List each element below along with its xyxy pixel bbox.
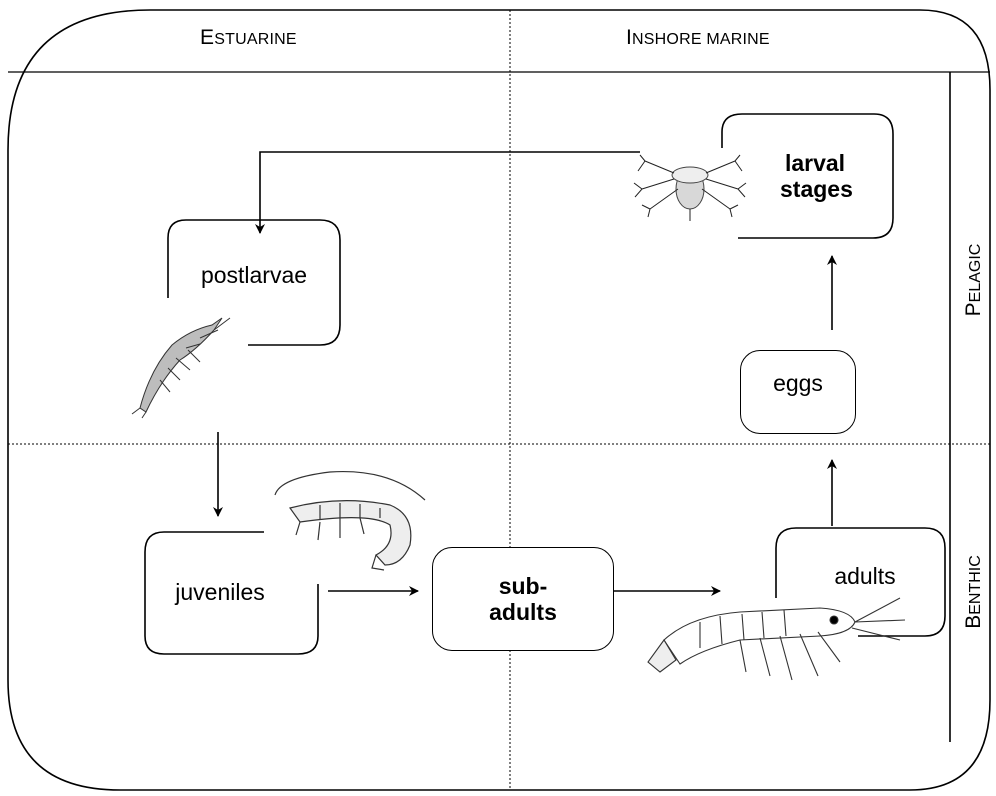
adults-label: adults [800,556,930,596]
column-header-estuarine-rest: stuarine [214,31,297,48]
column-header-estuarine-initial: E [200,26,215,49]
column-header-inshore-initial: I [626,26,633,49]
adults-text: adults [834,562,896,589]
row-label-pelagic-initial: P [962,302,985,317]
larval-stages-label: larval stages [760,140,870,212]
arrow-larval-to-postlarvae [255,151,640,234]
column-header-inshore-marine: Inshore marine [626,26,770,50]
postlarvae-label: postlarvae [168,255,340,295]
subadults-box: sub- adults [432,547,614,651]
subadults-text: sub- adults [489,572,557,625]
postlarvae-box [167,219,341,346]
row-label-pelagic: Pelagic [962,230,986,330]
postlarva-illustration [131,317,231,419]
adult-illustration [647,597,906,681]
outer-frame [7,9,991,791]
eggs-text: eggs [773,369,823,396]
larval-stages-text: larval stages [780,149,853,202]
eggs-box: eggs [740,350,856,434]
juveniles-box [144,531,319,655]
larva-illustration [633,154,747,221]
juveniles-label: juveniles [150,572,290,612]
row-label-benthic-rest: enthic [967,555,984,615]
row-label-benthic-initial: B [962,614,985,629]
column-header-inshore-rest: nshore marine [632,31,770,48]
larval-box [721,113,894,239]
postlarvae-text: postlarvae [200,261,308,288]
row-label-benthic: Benthic [962,542,986,642]
juvenile-illustration [274,470,426,571]
column-header-estuarine: Estuarine [200,26,297,50]
adults-box [775,527,946,637]
row-label-pelagic-rest: elagic [967,243,984,303]
juveniles-text: juveniles [175,578,265,605]
